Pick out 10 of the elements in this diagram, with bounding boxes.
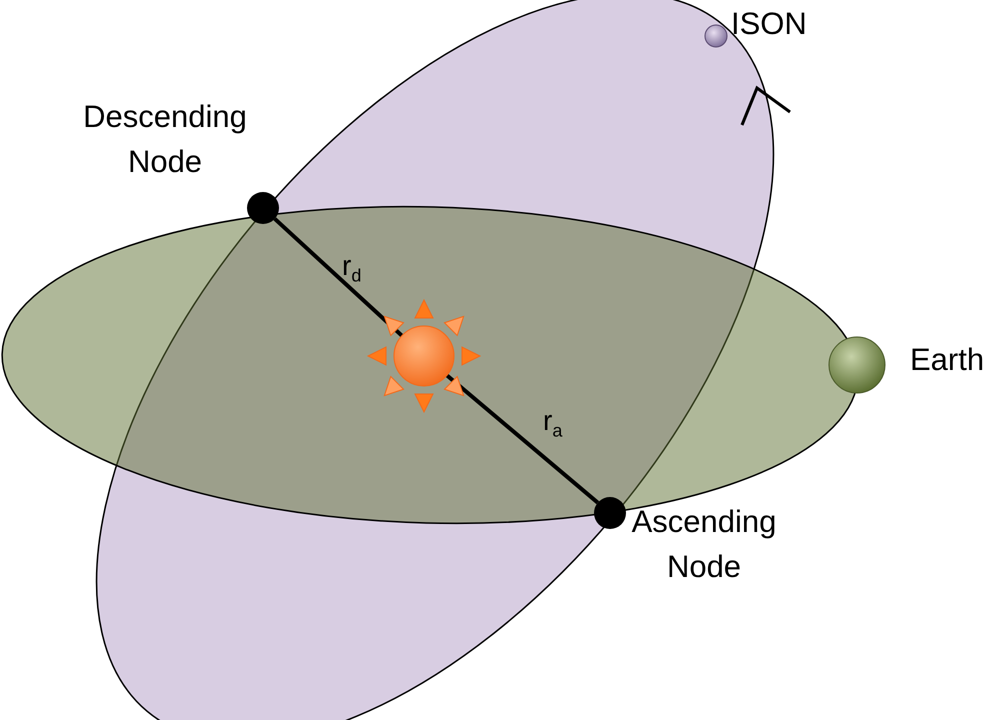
sun-drawing [366,298,482,414]
edge-label: r$_{a}$ [543,405,562,442]
node-label: Ascending Node [630,503,778,586]
edge-label: r$_{d}$ [342,250,362,287]
radius-line [273,217,404,338]
node-dot [247,192,279,224]
node-label: Descending Node [82,98,248,181]
planet-label: Earth [910,341,984,379]
radius-line [446,374,600,504]
planet-label: ISON [731,5,807,43]
